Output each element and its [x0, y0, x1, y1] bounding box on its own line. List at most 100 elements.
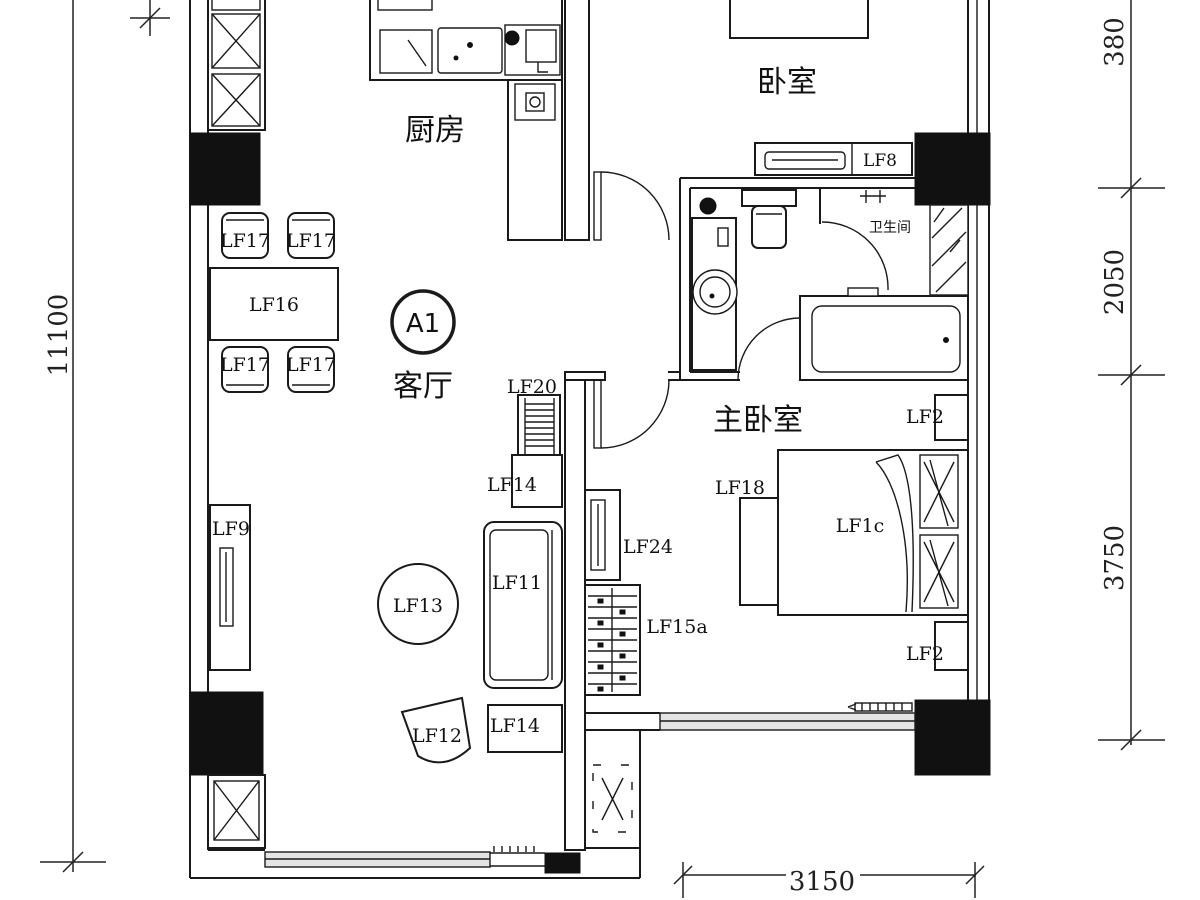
tub-drain-icon — [943, 337, 949, 343]
tub-inner — [811, 305, 961, 373]
vanity-lf8: LF8 — [754, 142, 913, 176]
room-label-master-bedroom: 主卧室 — [713, 403, 803, 438]
kitchen-counter-side — [507, 79, 563, 241]
dining-table: LF16 — [209, 267, 339, 341]
pillow-hatch — [923, 459, 955, 527]
table-outline — [209, 267, 339, 341]
dimension-label-right-1: 380 — [1100, 17, 1130, 67]
door-master-bedroom — [593, 379, 670, 449]
structural-column — [189, 691, 264, 776]
oven-knob-icon — [529, 96, 541, 108]
shaft-cap — [211, 0, 261, 11]
master-bedroom-bottom-wall — [585, 702, 916, 731]
sofa: LF11 — [483, 521, 563, 689]
floor-drain-icon — [699, 197, 717, 215]
dimension-tick-slash — [139, 7, 161, 29]
dimension-bottom: 3150 — [673, 862, 985, 898]
sofa-seat — [489, 529, 549, 681]
rack-shelves — [588, 595, 637, 685]
wash-basin — [691, 217, 738, 371]
chair-label: LF17 — [286, 230, 336, 252]
structural-column — [544, 852, 581, 874]
dimension-tick-slash — [62, 851, 84, 873]
utility-shaft-top-left — [207, 0, 266, 131]
sink-drain-icon — [453, 55, 459, 61]
toilet — [741, 189, 797, 249]
marker-label: A1 — [406, 309, 440, 339]
room-label-kitchen: 厨房 — [405, 113, 465, 148]
nightstand-outline — [934, 394, 969, 441]
burner-icon — [504, 30, 520, 46]
nightstand-label: LF2 — [906, 406, 944, 428]
knife-line — [407, 39, 427, 67]
dimension-left: 11100 — [40, 0, 170, 873]
structural-column — [914, 132, 991, 206]
shaft-cross — [211, 13, 261, 69]
shaft-cross — [213, 780, 260, 841]
door-leaf — [593, 379, 602, 449]
dining-chair: LF17 — [220, 346, 270, 393]
side-table-outline — [511, 454, 563, 508]
cabinet-label: LF24 — [623, 536, 673, 558]
vanity-label: LF8 — [863, 151, 897, 171]
exterior-wall-right — [967, 0, 990, 775]
dimension-tick-slash — [1120, 364, 1142, 386]
bench-label: LF18 — [715, 477, 765, 499]
door-swing-arc — [737, 317, 801, 381]
stove-panel — [525, 29, 557, 63]
stairs-label: LF20 — [507, 376, 557, 398]
balcony — [585, 730, 641, 878]
kitchen-sink — [437, 27, 503, 74]
exterior-wall-bottom — [190, 846, 640, 879]
dimension-label-right-3: 3750 — [1100, 525, 1130, 591]
dimension-tick-slash — [673, 865, 693, 885]
glass-hatch — [931, 207, 967, 293]
toilet-bowl — [751, 205, 787, 249]
toilet-tank — [741, 189, 797, 207]
chair-outline — [287, 346, 335, 393]
dimension-tick-slash — [965, 865, 985, 885]
dining-chair: LF17 — [220, 212, 270, 259]
faucet-icon — [537, 62, 548, 73]
chair-label: LF17 — [286, 354, 336, 376]
armchair-label: LF12 — [412, 725, 462, 747]
basin-drain-icon — [709, 293, 715, 299]
door-leaf — [593, 171, 602, 241]
structural-column — [914, 699, 991, 776]
dimension-label-overall: 11100 — [44, 294, 74, 377]
rack-marks — [597, 598, 626, 692]
rack-label: LF15a — [646, 616, 707, 638]
window-latch — [854, 702, 913, 712]
structural-column — [189, 132, 261, 206]
dining-chair: LF17 — [286, 212, 336, 259]
bed-master: LF1c — [777, 449, 969, 616]
bed-bench: LF18 — [715, 477, 779, 606]
nightstand-label: LF2 — [906, 643, 944, 665]
drain-cross — [601, 777, 624, 821]
room-label-living-room: 客厅 — [393, 369, 453, 404]
side-table-label: LF14 — [487, 474, 537, 496]
armchair: LF12 — [400, 696, 472, 764]
shower-door-arc — [821, 221, 889, 291]
bench-outline — [739, 497, 779, 606]
window-latch — [493, 846, 535, 852]
round-table-label: LF13 — [393, 595, 443, 617]
stair-treads — [524, 398, 555, 455]
interior-wall-kitchen — [564, 0, 590, 241]
basin-inner — [699, 276, 731, 308]
side-table-outline — [487, 704, 563, 753]
dimension-tick-slash — [1120, 729, 1142, 751]
shower-head-icon — [860, 190, 886, 203]
basin-tap — [717, 227, 729, 247]
interior-wall-master — [564, 371, 586, 851]
duvet-fold — [875, 454, 914, 613]
dimension-tick-slash — [1120, 177, 1142, 199]
dimension-label-bottom: 3150 — [789, 867, 855, 897]
shaft-cross — [211, 73, 261, 127]
armchair-outline — [400, 696, 472, 764]
door-swing-arc — [600, 171, 670, 241]
round-table-outline — [377, 563, 459, 645]
cutting-board — [379, 29, 433, 74]
chair-label: LF17 — [220, 354, 270, 376]
